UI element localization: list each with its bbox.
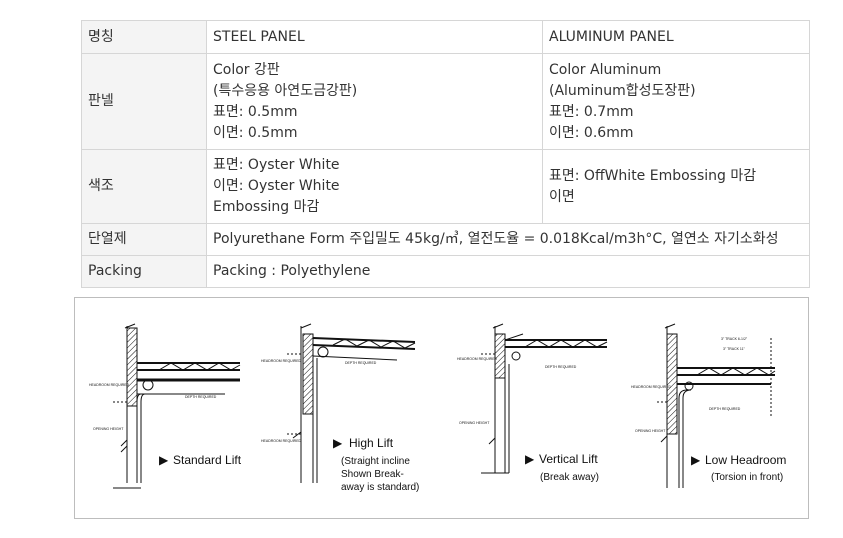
cell-line: 이면: 0.5mm xyxy=(213,124,298,141)
vertical-lift-bullet: ▶ xyxy=(525,452,535,466)
high-lift-bullet: ▶ xyxy=(333,436,343,450)
track-label: 3" TRACK 11" xyxy=(723,347,746,351)
headroom-label: HEADROOM REQUIRED xyxy=(261,439,302,443)
vertical-lift-title: Vertical Lift xyxy=(539,452,598,466)
cell-line: 표면: 0.7mm xyxy=(549,103,634,120)
packing-cell: Packing : Polyethylene xyxy=(206,255,810,288)
row-label-insulation: 단열제 xyxy=(81,223,207,256)
panel-aluminum-cell: Color Aluminum (Aluminum합성도장판) 표면: 0.7mm… xyxy=(542,53,810,150)
table-row-packing: Packing Packing : Polyethylene xyxy=(81,255,810,288)
opening-label: OPENING HEIGHT xyxy=(459,421,490,425)
panel-steel-cell: Color 강판 (특수응용 아연도금강판) 표면: 0.5mm 이면: 0.5… xyxy=(206,53,543,150)
depth-label: DEPTH REQUIRED xyxy=(345,361,377,365)
headroom-label: HEADROOM REQUIRED xyxy=(89,383,130,387)
cell-line: 표면: OffWhite Embossing 마감 xyxy=(549,167,757,184)
high-lift-caption-line: (Straight incline xyxy=(341,456,410,467)
depth-label: DEPTH REQUIRED xyxy=(709,407,741,411)
headroom-label: HEADROOM REQUIRED xyxy=(457,357,498,361)
insulation-cell: Polyurethane Form 주입밀도 45kg/㎥, 열전도율 = 0.… xyxy=(206,223,810,256)
row-label-panel: 판넬 xyxy=(81,53,207,150)
header-name-cell: 명칭 xyxy=(81,20,207,54)
track-label: 3" TRACK 6-1/2" xyxy=(721,337,748,341)
table-row-panel: 판넬 Color 강판 (특수응용 아연도금강판) 표면: 0.5mm 이면: … xyxy=(81,53,810,150)
row-label-packing: Packing xyxy=(81,255,207,288)
low-headroom-caption-line: (Torsion in front) xyxy=(711,472,783,483)
high-lift-caption-line: away is standard) xyxy=(341,482,419,493)
cell-line: 이면 xyxy=(549,188,575,205)
low-headroom-drawing xyxy=(657,323,776,488)
cell-line: (특수응용 아연도금강판) xyxy=(213,82,358,99)
cell-line: 이면: Oyster White xyxy=(213,178,340,194)
opening-label: OPENING HEIGHT xyxy=(93,427,124,431)
high-lift-title: High Lift xyxy=(349,436,394,450)
opening-label: OPENING HEIGHT xyxy=(635,429,666,433)
headroom-label: HEADROOM REQUIRED xyxy=(631,385,672,389)
standard-lift-drawing xyxy=(113,323,241,489)
cell-line: 표면: Oyster White xyxy=(213,157,340,173)
header-steel-cell: STEEL PANEL xyxy=(206,20,543,54)
color-steel-cell: 표면: Oyster White 이면: Oyster White Emboss… xyxy=(206,149,543,224)
depth-label: DEPTH REQUIRED xyxy=(185,395,217,399)
cell-line: 이면: 0.6mm xyxy=(549,124,634,141)
lift-type-diagram: HEADROOM REQUIRED DEPTH REQUIRED OPENING… xyxy=(74,297,809,519)
lift-diagram-svg: HEADROOM REQUIRED DEPTH REQUIRED OPENING… xyxy=(89,323,786,493)
low-headroom-bullet: ▶ xyxy=(691,453,701,467)
headroom-label: HEADROOM REQUIRED xyxy=(261,359,302,363)
row-label-color: 색조 xyxy=(81,149,207,224)
vertical-lift-caption-line: (Break away) xyxy=(540,472,599,483)
header-aluminum-cell: ALUMINUM PANEL xyxy=(542,20,810,54)
standard-lift-title: Standard Lift xyxy=(173,453,242,467)
cell-line: 표면: 0.5mm xyxy=(213,103,298,120)
table-row-color: 색조 표면: Oyster White 이면: Oyster White Emb… xyxy=(81,149,810,224)
table-row-insulation: 단열제 Polyurethane Form 주입밀도 45kg/㎥, 열전도율 … xyxy=(81,223,810,256)
high-lift-drawing xyxy=(287,323,416,483)
vertical-lift-drawing xyxy=(481,323,608,474)
standard-lift-bullet: ▶ xyxy=(159,453,169,467)
spec-table: 명칭 STEEL PANEL ALUMINUM PANEL 판넬 Color 강… xyxy=(81,20,810,288)
cell-line: Color 강판 xyxy=(213,61,280,78)
cell-line: (Aluminum합성도장판) xyxy=(549,82,696,99)
cell-line: Color Aluminum xyxy=(549,61,662,78)
low-headroom-title: Low Headroom xyxy=(705,453,786,467)
high-lift-caption-line: Shown Break- xyxy=(341,469,404,480)
table-header-row: 명칭 STEEL PANEL ALUMINUM PANEL xyxy=(81,20,810,54)
depth-label: DEPTH REQUIRED xyxy=(545,365,577,369)
color-aluminum-cell: 표면: OffWhite Embossing 마감 이면 xyxy=(542,149,810,224)
cell-line: Embossing 마감 xyxy=(213,199,320,215)
